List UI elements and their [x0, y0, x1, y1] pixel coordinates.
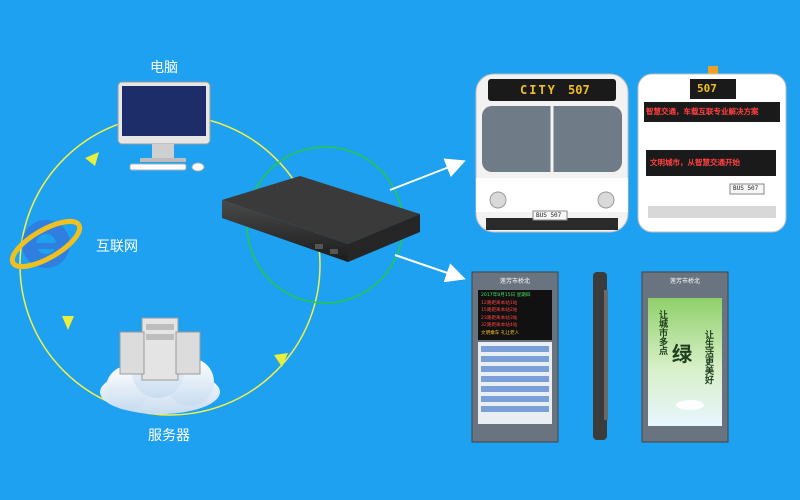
led-line: 15路距离本站2站: [481, 308, 518, 314]
bus-front-plate: BUS 507: [536, 212, 562, 219]
bus-rear-number: 507: [697, 82, 717, 95]
led-line: 文明乘车 礼让老人: [481, 330, 520, 336]
poster-line-3: 让生活更美好: [703, 330, 713, 384]
stop-sign-side-icon: [593, 272, 608, 440]
stop-sign-led-lines: 2017年8月15日 星期四 12路距离本站1站 15路距离本站2站 23路距离…: [481, 292, 551, 338]
server-label: 服务器: [148, 428, 190, 444]
stop-sign-left-header: 莲芳市桥北: [499, 278, 530, 285]
led-line: 32路距离本站4站: [481, 323, 518, 329]
bus-rear-slogan: 文明城市，从智慧交通开始: [650, 158, 740, 167]
computer-label: 电脑: [150, 60, 178, 76]
led-line: 23路距离本站3站: [481, 315, 518, 321]
bus-rear-scroll-text: 智慧交通，车载互联专业解决方案: [646, 107, 759, 116]
flow-arrow-icon: [85, 152, 99, 166]
arrow-to-bus: [389, 158, 466, 191]
internet-explorer-icon: [9, 218, 83, 270]
stop-sign-right-header: 莲芳市桥北: [669, 278, 700, 285]
internet-label: 互联网: [96, 239, 138, 255]
bus-route-number: 507: [568, 83, 590, 97]
led-line: 12路距离本站1站: [481, 300, 518, 306]
poster-line-1: 让城市多点: [657, 310, 667, 355]
flow-arrow-icon: [274, 353, 288, 367]
bus-route-sign: CITY: [520, 83, 557, 97]
server-icon: [100, 317, 220, 414]
stop-sign-left-icon: [471, 271, 559, 443]
stop-sign-right-icon: [641, 271, 729, 443]
computer-icon: [117, 81, 211, 172]
bus-rear-icon: [637, 66, 787, 233]
bus-rear-plate: BUS 507: [733, 185, 759, 192]
arrow-to-signs: [394, 254, 466, 283]
gateway-device-icon: [222, 176, 420, 262]
bus-front-icon: [475, 73, 629, 233]
flow-arrow-icon: [62, 316, 74, 330]
led-line: 2017年8月15日 星期四: [481, 293, 531, 298]
poster-line-2: 绿: [672, 342, 692, 366]
